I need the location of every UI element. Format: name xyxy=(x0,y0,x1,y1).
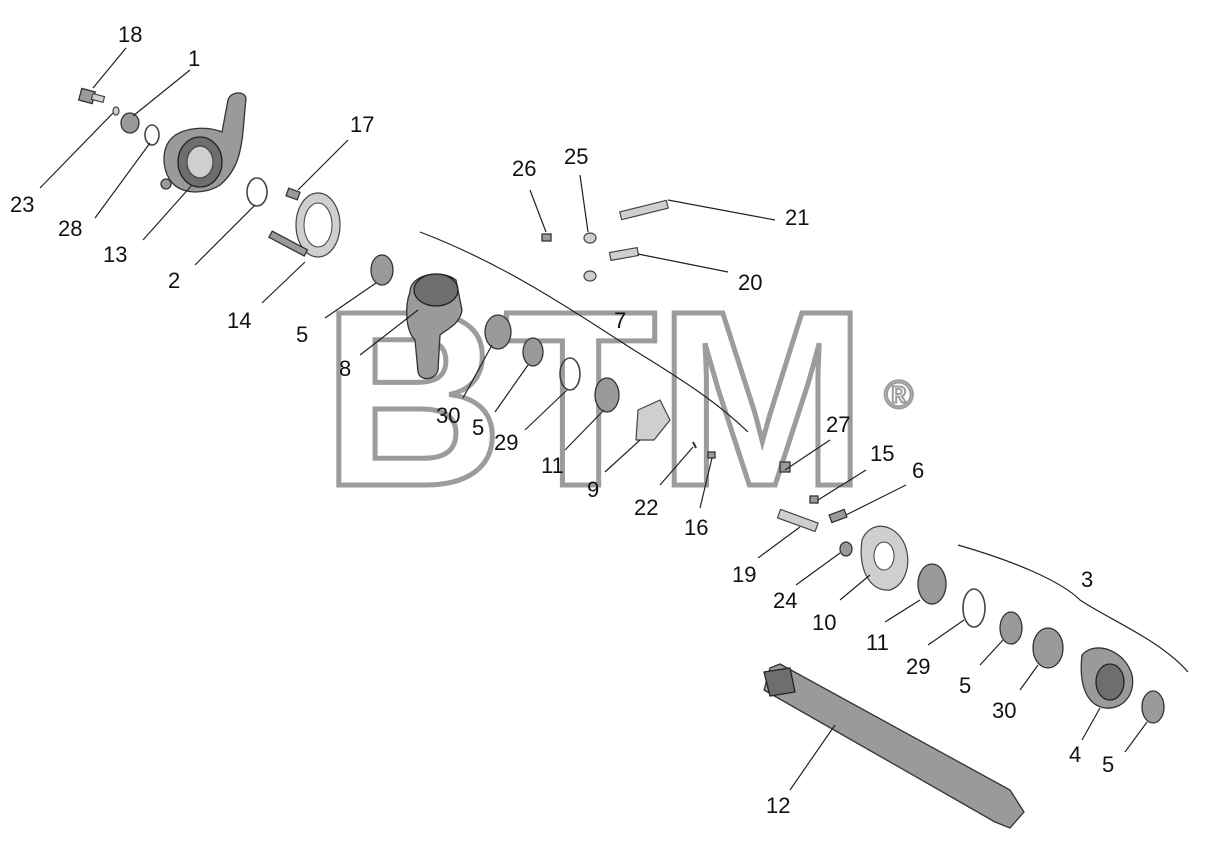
part-screw-17 xyxy=(285,187,301,201)
part-flange-10 xyxy=(860,525,909,591)
callout-29a: 29 xyxy=(494,430,518,455)
part-nut-26 xyxy=(541,233,552,242)
callout-5d: 5 xyxy=(1102,752,1114,777)
part-clip-2 xyxy=(246,177,268,207)
callout-3: 3 xyxy=(1081,567,1093,592)
part-camshaft-12 xyxy=(763,663,1025,829)
part-slack-adjuster-13 xyxy=(160,92,247,193)
part-washer-25a xyxy=(583,232,597,244)
part-bolt-20 xyxy=(608,246,640,262)
callout-14: 14 xyxy=(227,308,251,333)
leader-lines xyxy=(39,47,1148,791)
part-washer-23 xyxy=(112,106,120,116)
callout-13: 13 xyxy=(103,242,127,267)
callout-26: 26 xyxy=(512,156,536,181)
callout-11a: 11 xyxy=(541,453,564,478)
part-nut-1 xyxy=(120,112,140,134)
callout-5c: 5 xyxy=(959,673,971,698)
part-plate-9 xyxy=(635,399,671,441)
callout-27: 27 xyxy=(826,412,850,437)
callout-16: 16 xyxy=(684,515,708,540)
part-bushing-11b xyxy=(917,563,947,605)
callout-25: 25 xyxy=(564,144,588,169)
part-oring-29b xyxy=(962,588,986,628)
part-pin-22 xyxy=(692,441,697,449)
callout-30b: 30 xyxy=(992,698,1016,723)
part-bushing-5b xyxy=(522,337,544,367)
callout-5b: 5 xyxy=(472,415,484,440)
callout-11b: 11 xyxy=(866,630,889,655)
callout-2: 2 xyxy=(168,268,180,293)
part-bolt-19 xyxy=(776,508,819,533)
callout-12: 12 xyxy=(766,793,790,818)
callout-30a: 30 xyxy=(436,403,460,428)
callout-5a: 5 xyxy=(296,322,308,347)
part-bolt-21 xyxy=(619,199,669,221)
part-bushing-5d xyxy=(1141,690,1165,724)
registered-mark: ® xyxy=(884,373,913,417)
callout-4: 4 xyxy=(1069,742,1081,767)
part-washer-25b xyxy=(583,270,597,282)
callout-10: 10 xyxy=(812,610,836,635)
part-oring-29a xyxy=(559,357,581,391)
callout-19: 19 xyxy=(732,562,756,587)
callout-28: 28 xyxy=(58,216,82,241)
callout-15: 15 xyxy=(870,441,894,466)
part-seal-30b xyxy=(1032,627,1064,669)
part-bolt-18 xyxy=(77,87,106,105)
part-small-15 xyxy=(809,495,819,504)
part-pin-16 xyxy=(707,451,716,459)
callout-22: 22 xyxy=(634,495,658,520)
group-bracket-3 xyxy=(957,544,1189,673)
callout-24: 24 xyxy=(773,588,797,613)
callout-29b: 29 xyxy=(906,654,930,679)
part-bracket-8 xyxy=(406,273,463,380)
callout-labels: 18 1 23 28 13 2 17 14 5 8 30 5 29 11 9 2… xyxy=(10,22,1114,818)
callout-1: 1 xyxy=(188,46,200,71)
part-bushing-5c xyxy=(999,611,1023,645)
callout-21: 21 xyxy=(785,205,809,230)
part-bushing-11a xyxy=(594,377,620,413)
callout-17: 17 xyxy=(350,112,374,137)
part-seal-30a xyxy=(484,314,512,350)
callout-8: 8 xyxy=(339,356,351,381)
callout-18: 18 xyxy=(118,22,142,47)
part-housing-4 xyxy=(1080,647,1134,709)
part-bushing-5a xyxy=(370,254,394,286)
part-ring-28 xyxy=(144,124,160,146)
part-bracket-14 xyxy=(268,192,341,258)
callout-9: 9 xyxy=(587,477,599,502)
callout-7: 7 xyxy=(614,308,626,333)
callout-6: 6 xyxy=(912,458,924,483)
callout-23: 23 xyxy=(10,192,34,217)
group-bracket-7 xyxy=(419,231,749,433)
part-screw-6 xyxy=(828,508,848,524)
part-nut-24 xyxy=(839,541,853,557)
callout-20: 20 xyxy=(738,270,762,295)
